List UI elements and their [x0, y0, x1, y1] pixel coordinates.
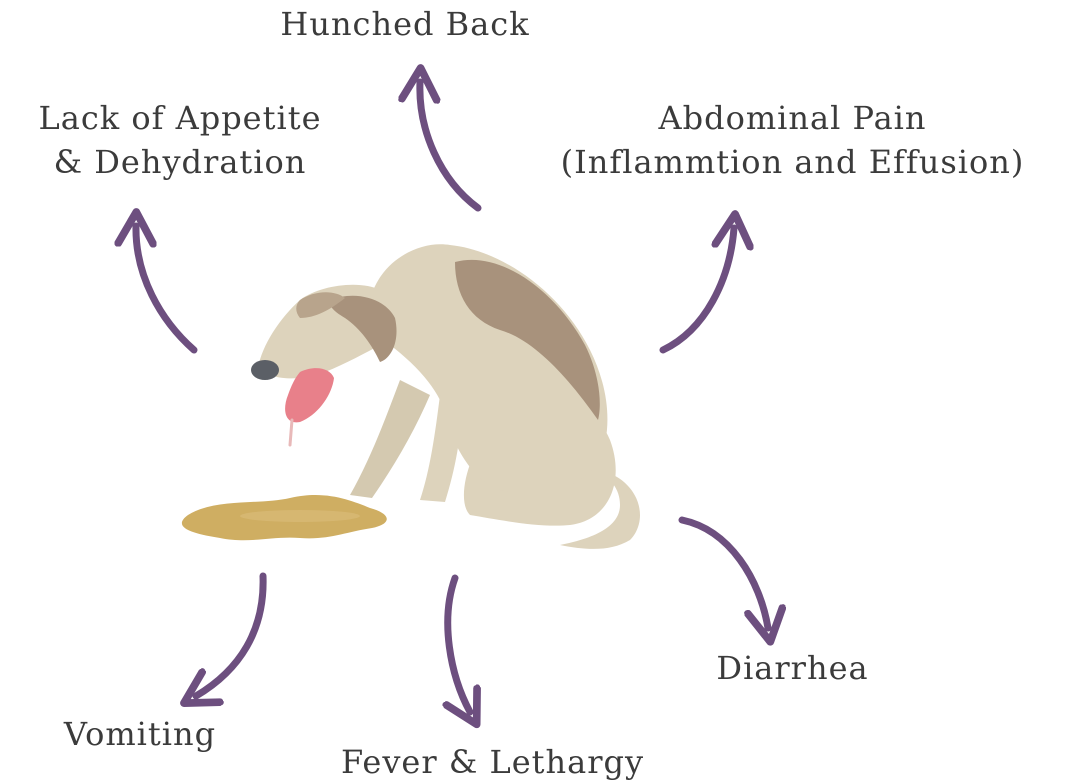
appetite-line1: Lack of Appetite — [10, 96, 350, 140]
arrow-fever — [448, 578, 470, 712]
abdominal-line2: (Inflammtion and Effusion) — [520, 140, 1065, 184]
arrow-vomiting — [196, 576, 263, 696]
label-lack-of-appetite: Lack of Appetite & Dehydration — [10, 96, 350, 184]
vomiting-text: Vomiting — [40, 712, 240, 756]
hunched-back-text: Hunched Back — [240, 2, 570, 46]
puddle-illustration — [182, 495, 387, 540]
label-vomiting: Vomiting — [40, 712, 240, 756]
arrow-diarrhea — [682, 520, 768, 628]
diarrhea-text: Diarrhea — [700, 646, 885, 690]
label-abdominal-pain: Abdominal Pain (Inflammtion and Effusion… — [520, 96, 1065, 184]
label-hunched-back: Hunched Back — [240, 2, 570, 46]
fever-text: Fever & Lethargy — [320, 740, 665, 784]
label-fever-lethargy: Fever & Lethargy — [320, 740, 665, 784]
arrow-appetite — [136, 226, 194, 350]
arrow-hunched-back — [420, 82, 478, 208]
label-diarrhea: Diarrhea — [700, 646, 885, 690]
appetite-line2: & Dehydration — [10, 140, 350, 184]
arrow-abdominal — [663, 228, 734, 350]
abdominal-line1: Abdominal Pain — [520, 96, 1065, 140]
